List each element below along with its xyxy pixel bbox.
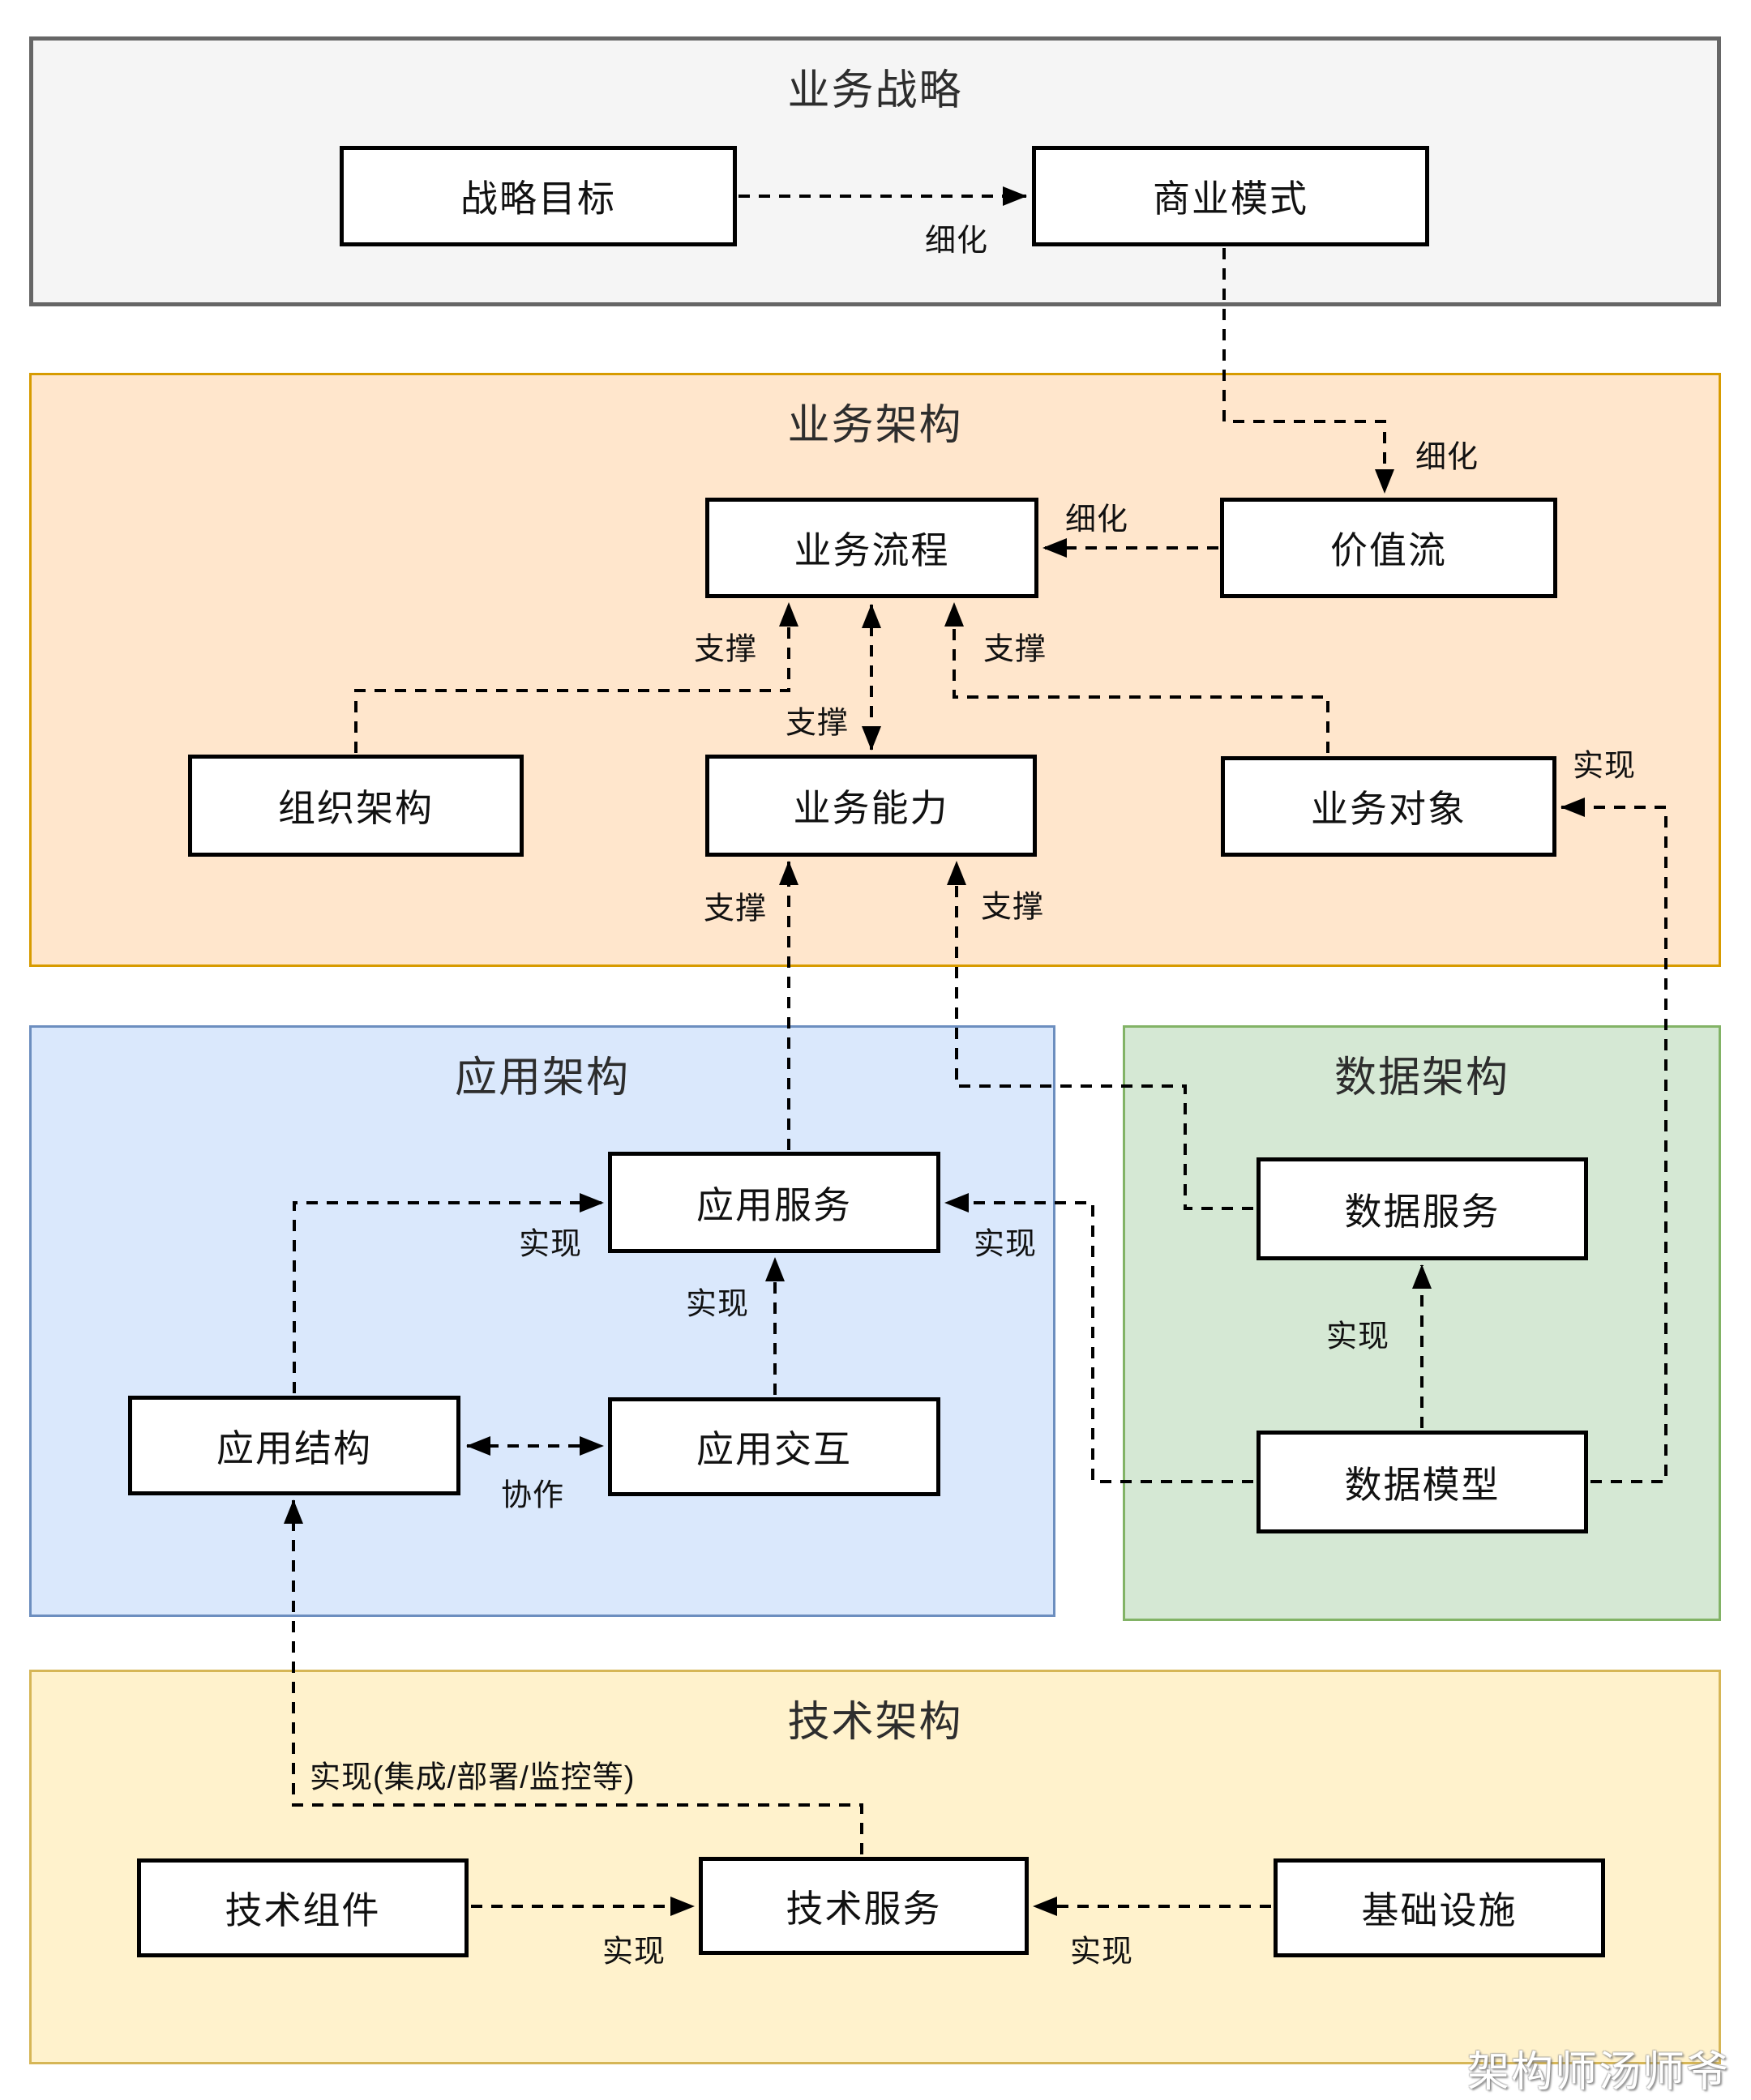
- node-application-service: 应用服务: [608, 1152, 940, 1253]
- edge-label-support: 支撑: [980, 890, 1045, 925]
- node-application-interaction: 应用交互: [608, 1397, 940, 1496]
- section-title: 业务架构: [787, 402, 963, 449]
- section-title: 应用架构: [454, 1054, 630, 1101]
- section-title: 数据架构: [1334, 1054, 1509, 1101]
- edge-label-realize: 实现: [1069, 1935, 1134, 1970]
- node-technology-component: 技术组件: [137, 1858, 469, 1957]
- node-business-capability: 业务能力: [705, 755, 1037, 857]
- node-business-object: 业务对象: [1221, 756, 1556, 857]
- edge-label-support: 支撑: [703, 892, 768, 926]
- section-application-architecture: 应用架构: [29, 1025, 1055, 1617]
- edge-label-refine: 细化: [1064, 503, 1129, 537]
- node-data-model: 数据模型: [1257, 1431, 1588, 1533]
- edge-label-support: 支撑: [983, 632, 1047, 667]
- edge-label-realize: 实现: [973, 1227, 1038, 1262]
- node-strategic-goal: 战略目标: [340, 146, 737, 246]
- section-title: 技术架构: [787, 1699, 963, 1746]
- node-organization-structure: 组织架构: [188, 755, 524, 857]
- watermark: 架构师汤师爷: [1466, 2049, 1730, 2096]
- edge-label-collaborate: 协作: [500, 1478, 565, 1513]
- node-technology-service: 技术服务: [699, 1857, 1029, 1955]
- section-title: 业务战略: [787, 67, 963, 114]
- edge-label-realize-integration: 实现(集成/部署/监控等): [310, 1760, 636, 1795]
- edge-label-refine: 细化: [1415, 440, 1479, 475]
- edge-label-realize: 实现: [518, 1227, 583, 1262]
- edge-label-refine: 细化: [924, 224, 989, 259]
- node-infrastructure: 基础设施: [1274, 1858, 1605, 1957]
- edge-label-realize: 实现: [602, 1935, 666, 1970]
- edge-label-realize: 实现: [1572, 749, 1637, 784]
- edge-label-support: 支撑: [785, 706, 850, 741]
- edge-label-realize: 实现: [1325, 1319, 1390, 1354]
- node-application-structure: 应用结构: [128, 1396, 460, 1495]
- edge-label-realize: 实现: [685, 1287, 750, 1322]
- node-business-model: 商业模式: [1032, 146, 1429, 246]
- node-value-stream: 价值流: [1220, 498, 1557, 598]
- node-business-process: 业务流程: [705, 498, 1038, 598]
- edge-label-support: 支撑: [693, 632, 758, 667]
- section-business-strategy: 业务战略: [29, 36, 1721, 306]
- node-data-service: 数据服务: [1257, 1157, 1588, 1260]
